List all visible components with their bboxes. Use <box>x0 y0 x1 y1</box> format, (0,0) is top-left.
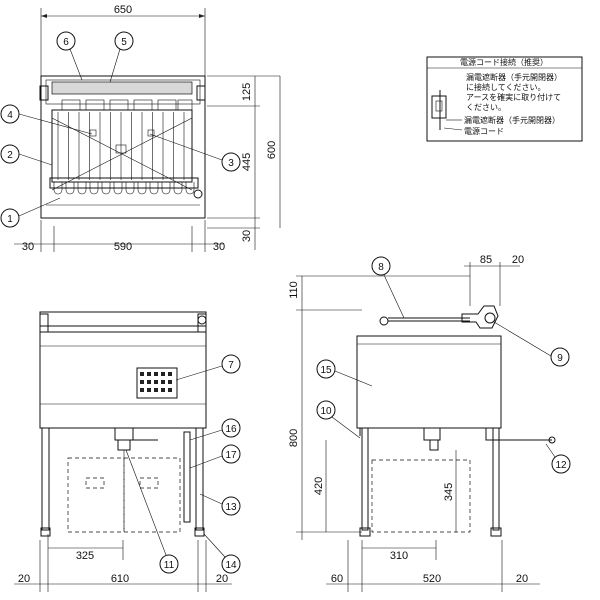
panel-button <box>168 380 172 384</box>
dim-handle-depth: 85 <box>480 254 492 266</box>
dim-depth-lower: 30 <box>241 230 253 242</box>
svg-text:12: 12 <box>555 460 567 471</box>
svg-text:3: 3 <box>228 158 234 169</box>
dim-overall-width: 650 <box>114 4 132 16</box>
panel-button <box>154 388 158 392</box>
dim-front-left: 20 <box>18 573 30 585</box>
callout-10: 10 <box>316 400 361 439</box>
callout-8: 8 <box>371 256 405 319</box>
svg-text:1: 1 <box>7 214 13 225</box>
panel-button <box>140 388 144 392</box>
panel-button <box>161 380 165 384</box>
panel-button <box>161 372 165 376</box>
dim-front-width: 610 <box>111 573 129 585</box>
callout-7: 7 <box>175 354 241 381</box>
svg-text:9: 9 <box>557 353 563 364</box>
side-view: 110 800 420 345 85 20 310 60 520 20 8 9 <box>288 254 571 592</box>
dim-depth-upper: 125 <box>241 83 253 101</box>
dim-side-drain-offset: 310 <box>390 550 408 562</box>
dim-front-right: 20 <box>216 573 228 585</box>
panel-button <box>154 372 158 376</box>
panel-button <box>161 388 165 392</box>
dim-side-drain-height: 420 <box>313 477 325 495</box>
callout-5: 5 <box>109 31 134 83</box>
panel-button <box>154 380 158 384</box>
callout-11: 11 <box>125 449 179 574</box>
note-line-3: アースを確実に取り付けて <box>466 92 561 102</box>
note-legend-cord: 電源コード <box>464 127 504 136</box>
dim-drain-offset: 325 <box>76 550 94 562</box>
dim-left-margin: 30 <box>22 241 34 253</box>
panel-button <box>140 380 144 384</box>
svg-text:13: 13 <box>225 502 237 513</box>
svg-text:7: 7 <box>228 360 234 371</box>
note-line-4: ください。 <box>466 103 506 112</box>
callout-14: 14 <box>203 533 241 574</box>
svg-text:11: 11 <box>164 560 175 571</box>
note-title: 電源コード接続（推奨） <box>460 57 548 67</box>
svg-text:2: 2 <box>7 150 13 161</box>
callout-13: 13 <box>199 493 241 516</box>
dim-side-basket-height: 345 <box>443 483 455 501</box>
svg-text:6: 6 <box>63 37 69 48</box>
dim-side-top: 110 <box>288 281 300 299</box>
callout-3: 3 <box>149 133 241 172</box>
power-cord-note: 電源コード接続（推奨） 漏電遮断器（手元開閉器） に接続してください。 アースを… <box>426 56 583 142</box>
svg-text:8: 8 <box>378 262 384 273</box>
panel-button <box>140 372 144 376</box>
callout-17: 17 <box>189 444 241 469</box>
svg-text:17: 17 <box>225 450 237 461</box>
callout-16: 16 <box>189 418 241 441</box>
callout-9: 9 <box>493 321 570 367</box>
svg-text:15: 15 <box>320 365 332 376</box>
front-view: 325 20 610 20 7 16 17 13 <box>14 311 241 592</box>
panel-button <box>147 380 151 384</box>
callout-4: 4 <box>0 104 93 135</box>
callout-15: 15 <box>316 359 373 387</box>
note-legend-breaker: 漏電遮断器（手元開閉器） <box>464 115 560 125</box>
dim-side-depth: 520 <box>423 573 441 585</box>
callout-2: 2 <box>0 144 53 166</box>
svg-text:4: 4 <box>7 110 13 121</box>
top-view: 650 <box>0 4 281 253</box>
panel-button <box>147 388 151 392</box>
note-line-1: 漏電遮断器（手元開閉器） <box>466 72 562 82</box>
dim-side-height: 800 <box>288 429 300 447</box>
dim-right-margin: 30 <box>213 241 225 253</box>
dim-depth-mid: 445 <box>241 153 253 171</box>
svg-text:10: 10 <box>320 406 332 417</box>
callout-1: 1 <box>0 197 61 228</box>
panel-button <box>168 372 172 376</box>
callout-12: 12 <box>545 443 571 474</box>
callout-6: 6 <box>56 31 83 81</box>
dim-inner-width: 590 <box>114 241 132 253</box>
dim-depth-total: 600 <box>266 141 278 159</box>
dim-side-right: 20 <box>516 573 528 585</box>
svg-text:16: 16 <box>225 424 237 435</box>
note-line-2: に接続してください。 <box>466 82 546 92</box>
dim-side-left: 60 <box>331 573 343 585</box>
panel-button <box>147 372 151 376</box>
dim-handle-gap: 20 <box>512 254 524 266</box>
svg-text:14: 14 <box>225 560 237 571</box>
panel-button <box>168 388 172 392</box>
svg-text:5: 5 <box>121 37 127 48</box>
